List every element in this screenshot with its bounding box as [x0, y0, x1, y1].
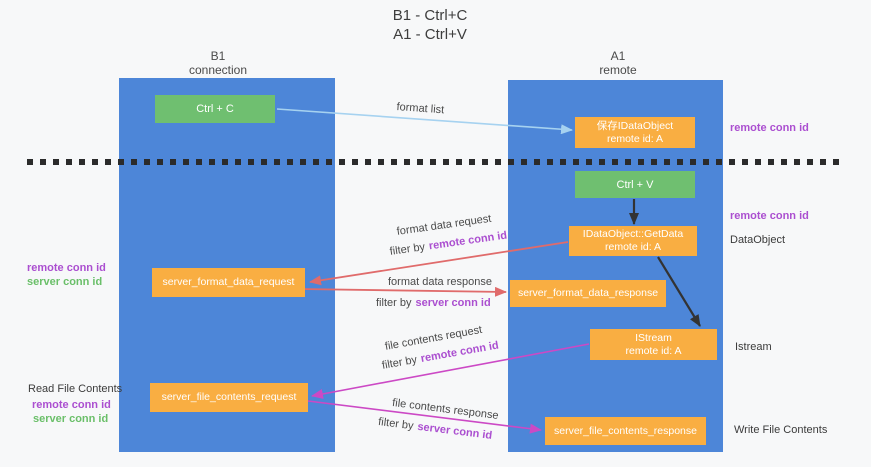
filter-prefix: filter by [381, 353, 419, 372]
ctrl-v-label: Ctrl + V [616, 178, 654, 191]
server-file-contents-response-box: server_file_contents_response [545, 417, 706, 445]
saved-idataobject-line2: remote id: A [606, 132, 664, 145]
ctrl-c-box: Ctrl + C [155, 95, 275, 123]
saved-idataobject-box: 保存IDataObject remote id: A [575, 117, 695, 148]
server-format-data-response-label: server_format_data_response [517, 287, 659, 299]
istream-box: IStream remote id: A [590, 329, 717, 360]
title-line-2: A1 - Ctrl+V [393, 26, 467, 43]
format-data-response-label: format data response [388, 276, 492, 288]
title-line-1: B1 - Ctrl+C [392, 7, 468, 24]
lane-header-a1: A1 remote [558, 49, 678, 77]
server-file-contents-response-label: server_file_contents_response [553, 424, 697, 437]
read-file-contents-annotation: Read File Contents [28, 383, 123, 395]
filter-prefix: filter by [377, 416, 415, 433]
diagram-title: B1 - Ctrl+C A1 - Ctrl+V [0, 6, 860, 44]
dataobject-annotation: DataObject [730, 234, 786, 246]
remote-conn-id-annotation-left-2: remote conn id [32, 399, 111, 411]
server-format-data-response-box: server_format_data_response [510, 280, 666, 307]
server-format-data-request-box: server_format_data_request [152, 268, 305, 297]
filter-prefix: filter by [376, 297, 412, 309]
ctrl-c-label: Ctrl + C [196, 103, 234, 115]
lane-b1-name: B1 [210, 49, 226, 63]
server-file-contents-request-box: server_file_contents_request [150, 383, 308, 412]
lane-a1-name: A1 [610, 49, 626, 63]
server-conn-id-keyword: server conn id [415, 297, 491, 309]
remote-conn-id-annotation-top: remote conn id [730, 122, 809, 134]
format-list-label: format list [396, 101, 445, 117]
filter-prefix: filter by [389, 241, 426, 258]
server-file-contents-request-label: server_file_contents_request [161, 391, 297, 403]
write-file-contents-annotation: Write File Contents [734, 424, 828, 436]
istream-annotation: Istream [735, 341, 772, 353]
server-conn-id-keyword: server conn id [416, 420, 493, 442]
remote-conn-id-keyword: remote conn id [428, 229, 508, 253]
ctrl-v-box: Ctrl + V [575, 171, 695, 198]
getdata-line2: remote id: A [604, 241, 662, 253]
remote-conn-id-annotation-left-1: remote conn id [27, 262, 106, 274]
istream-line1: IStream [635, 331, 672, 344]
lane-a1-subtitle: remote [599, 63, 637, 77]
idataobject-getdata-box: IDataObject::GetData remote id: A [569, 226, 697, 256]
server-conn-id-annotation-left-2: server conn id [33, 413, 109, 425]
lane-b1-subtitle: connection [188, 63, 248, 77]
lane-header-b1: B1 connection [158, 49, 278, 77]
getdata-line1: IDataObject::GetData [582, 228, 684, 240]
saved-idataobject-line1: 保存IDataObject [596, 119, 674, 132]
istream-line2: remote id: A [625, 344, 682, 357]
server-conn-id-annotation-left-1: server conn id [27, 276, 103, 288]
dashed-divider [27, 159, 845, 165]
remote-conn-id-annotation-mid: remote conn id [730, 210, 809, 222]
file-contents-response-label: file contents response [391, 397, 500, 422]
server-format-data-request-label: server_format_data_request [162, 276, 295, 288]
